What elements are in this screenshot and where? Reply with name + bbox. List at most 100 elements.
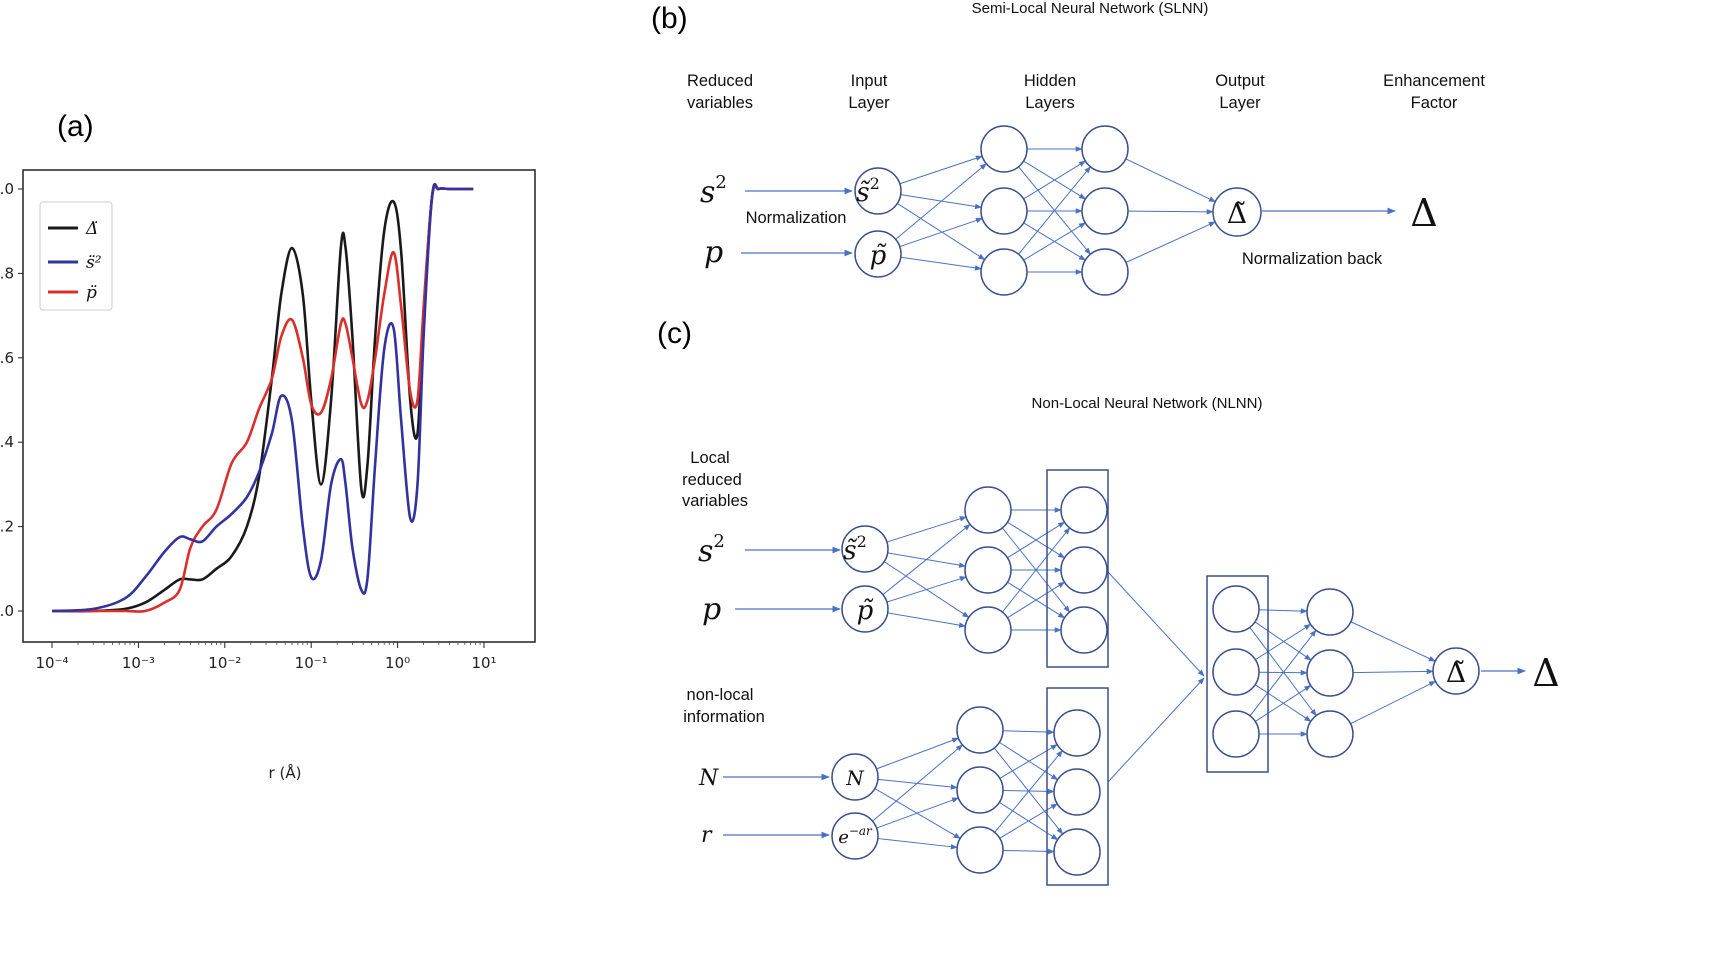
nlnn-edges	[872, 507, 1437, 855]
nlnn-hidden-layers	[956, 486, 1354, 876]
nlnn-edge	[1002, 848, 1055, 855]
x-tick-label: 10⁻¹	[295, 654, 328, 672]
slnn-edge	[1125, 158, 1216, 203]
nlnn-node-N	[831, 753, 879, 801]
nlnn-upper-hidden1-node-0	[964, 486, 1012, 534]
nlnn-upper-hidden2-node-0	[1060, 486, 1108, 534]
nlnn-edge	[1249, 629, 1317, 717]
slnn-node-s2	[854, 167, 902, 215]
slnn-edge	[1023, 222, 1086, 261]
local-line-2: reduced	[682, 471, 742, 489]
slnn-edge	[897, 203, 986, 260]
nlnn-node-s2	[841, 525, 889, 573]
series-lines	[51, 183, 474, 613]
nlnn-box-upper	[1046, 469, 1109, 668]
nlnn-merge-edge	[1107, 571, 1205, 677]
nlnn-edge	[999, 803, 1058, 839]
nlnn-edge	[886, 516, 967, 543]
y-tick-label: 0.4	[0, 433, 14, 451]
nlnn-merge2-node-1	[1306, 649, 1354, 697]
nlnn-lower-hidden1-node-2	[956, 826, 1004, 874]
nlnn-edge	[877, 838, 958, 850]
normalization-label: Normalization	[746, 209, 847, 227]
nlnn-merge1-node-2	[1212, 710, 1260, 758]
nlnn-input-s2: s2	[698, 531, 725, 569]
header-output-1: Output	[1215, 72, 1265, 90]
slnn-node-p	[854, 230, 902, 278]
x-tick-label: 10⁰	[385, 654, 410, 672]
nlnn-edge	[872, 744, 963, 822]
nlnn-input-N: N	[698, 766, 719, 791]
slnn-node-p-label: p̃	[870, 241, 887, 271]
local-line-1: Local	[690, 449, 729, 467]
legend: Δ̈ s̈² p̈	[39, 201, 113, 311]
nlnn-lower-hidden1-node-0	[956, 706, 1004, 754]
y-tick-label: 1.0	[0, 180, 14, 198]
slnn-title: Semi-Local Neural Network (SLNN)	[972, 0, 1209, 17]
x-tick-label: 10⁻⁴	[35, 654, 68, 672]
legend-label-s2: s̈²	[86, 253, 102, 273]
nlnn-node-p-label: p̃	[857, 596, 874, 626]
y-tick-label: 0.2	[0, 518, 14, 536]
nlnn-node-output	[1432, 647, 1480, 695]
nlnn-edge	[1255, 685, 1312, 722]
normalization-back-label: Normalization back	[1242, 250, 1383, 268]
slnn-hidden2-node-2	[1081, 248, 1129, 296]
header-output-2: Layer	[1219, 94, 1261, 112]
y-tick-label: 0.6	[0, 349, 14, 367]
series-line-1	[51, 183, 474, 613]
nlnn-merge1-node-0	[1212, 585, 1260, 633]
x-axis-label: r (Å)	[269, 763, 302, 782]
slnn-hidden2-node-1	[1081, 187, 1129, 235]
nlnn-edge	[1254, 621, 1312, 661]
x-tick-label: 10⁻³	[122, 654, 155, 672]
slnn-output-delta: Δ	[1410, 191, 1437, 235]
slnn-edge	[1018, 166, 1091, 255]
nlnn-edge	[1255, 623, 1312, 661]
chart-a: 0.00.20.40.60.81.0 10⁻⁴10⁻³10⁻²10⁻¹10⁰10…	[0, 169, 536, 782]
nlnn-merge-edge	[1107, 677, 1205, 783]
header-reduced-1: Reduced	[687, 72, 753, 90]
nlnn-title: Non-Local Neural Network (NLNN)	[1032, 395, 1263, 412]
nlnn-edge	[1001, 527, 1071, 613]
nlnn-node-s2-label: s̃2	[843, 532, 867, 566]
nlnn-node-p	[841, 585, 889, 633]
nlnn-node-exp	[831, 812, 879, 860]
x-tick-label: 10¹	[471, 654, 496, 672]
slnn-hidden1-node-2	[980, 248, 1028, 296]
nlnn-node-exp-label: e−ar	[838, 824, 873, 848]
nlnn-merge2-node-2	[1306, 710, 1354, 758]
panel-b-label: (b)	[651, 2, 688, 35]
nlnn-lower-hidden2-node-1	[1053, 768, 1101, 816]
nlnn-node-N-label: N	[845, 766, 865, 790]
slnn-hidden2-node-0	[1081, 125, 1129, 173]
y-tick-label: 0.8	[0, 264, 14, 282]
slnn-edge	[899, 155, 983, 185]
slnn-edge	[1023, 160, 1086, 200]
nlnn-edge	[887, 612, 967, 628]
nlnn-lower-hidden2-node-0	[1053, 709, 1101, 757]
y-axis: 0.00.20.40.60.81.0	[0, 180, 23, 620]
nonlocal-line-1: non-local	[687, 686, 754, 704]
x-tick-label: 10⁻²	[208, 654, 241, 672]
nlnn-edge	[1352, 668, 1434, 675]
header-hidden-2: Layers	[1025, 94, 1075, 112]
slnn-input-s2: s2	[700, 172, 727, 210]
nlnn-upper-hidden2-node-2	[1060, 606, 1108, 654]
slnn-node-output	[1212, 187, 1262, 237]
header-input-2: Layer	[848, 94, 890, 112]
nlnn-edge	[1249, 627, 1317, 717]
slnn-node-s2-label: s̃2	[856, 174, 880, 208]
nlnn-lower-hidden2-node-2	[1053, 828, 1101, 876]
nlnn-edge	[1007, 581, 1066, 619]
nlnn-input-r: r	[701, 823, 713, 848]
nlnn-edge	[1350, 621, 1436, 662]
nonlocal-line-2: information	[683, 708, 765, 726]
nlnn-upper-hidden1-node-1	[964, 546, 1012, 594]
series-line-2	[52, 185, 474, 613]
nlnn-upper-hidden2-node-1	[1060, 546, 1108, 594]
nlnn-output-delta: Δ	[1532, 651, 1559, 695]
slnn-edge	[1127, 208, 1214, 215]
nlnn-edge	[1002, 729, 1055, 735]
nlnn-merge2-node-0	[1306, 588, 1354, 636]
